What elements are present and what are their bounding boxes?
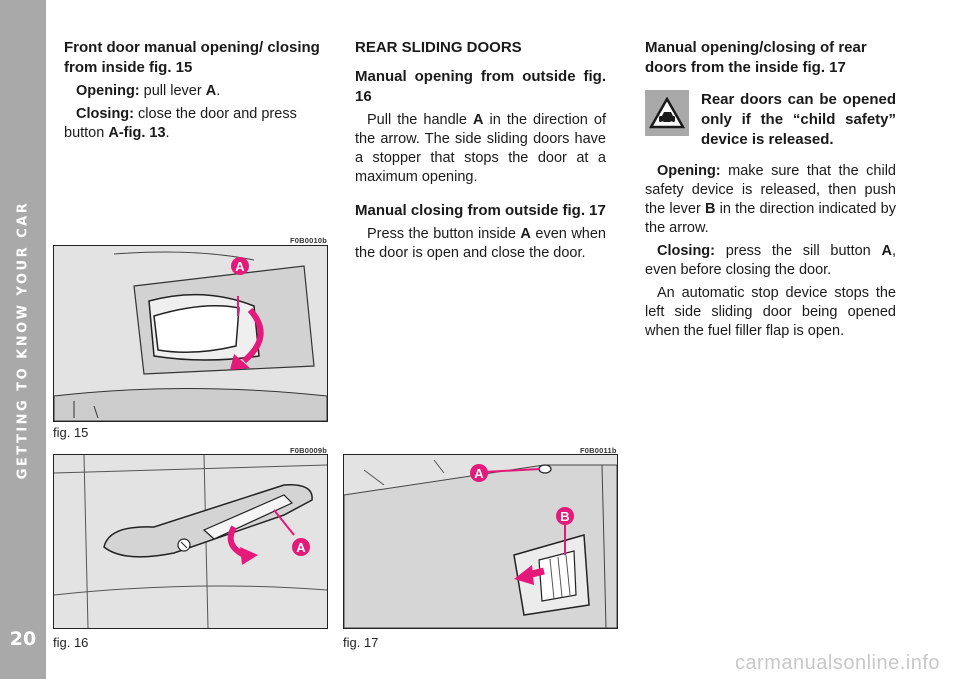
warning-box: Rear doors can be opened only if the “ch… xyxy=(645,90,896,150)
fig17-caption: fig. 17 xyxy=(343,635,379,650)
fig17-label-b: B xyxy=(560,509,569,524)
front-closing-paragraph: Closing: close the door and press button… xyxy=(64,106,297,141)
warning-triangle-icon xyxy=(645,90,689,136)
front-door-heading: Front door manual opening/ closing from … xyxy=(64,39,320,76)
rear-sliding-doors-title: REAR SLIDING DOORS xyxy=(355,39,522,56)
manual-closing-outside-text: Press the button inside A even when the … xyxy=(355,226,606,261)
opening-label: Opening: xyxy=(76,83,140,99)
closing-label: Closing: xyxy=(76,106,134,122)
figure-17: A B xyxy=(343,454,618,629)
auto-stop-paragraph: An automatic stop device stops the left … xyxy=(645,285,896,339)
fig16-caption: fig. 16 xyxy=(53,635,89,650)
page-number: 20 xyxy=(9,628,37,650)
sidebar: GETTING TO KNOW YOUR CAR 20 xyxy=(0,0,46,679)
figure-15: A xyxy=(53,245,328,422)
manual-opening-outside-text: Pull the handle A in the direction of th… xyxy=(355,112,606,185)
rear-doors-inside-heading: Manual opening/closing of rear doors fro… xyxy=(645,39,867,76)
figure-16: A xyxy=(53,454,328,629)
fig17-code: F0B0011b xyxy=(580,446,617,455)
column-3: Manual opening/closing of rear doors fro… xyxy=(645,38,896,345)
fig17-label-a: A xyxy=(474,466,484,481)
watermark: carmanualsonline.info xyxy=(734,652,940,674)
column-2: REAR SLIDING DOORS Manual opening from o… xyxy=(355,38,606,267)
fig16-label-a: A xyxy=(296,540,306,555)
fig15-label-a: A xyxy=(235,259,245,274)
front-opening-paragraph: Opening: pull lever A. xyxy=(76,83,221,99)
fig16-code: F0B0009b xyxy=(290,446,328,455)
fig15-code: F0B0010b xyxy=(290,236,328,245)
sidebar-title: GETTING TO KNOW YOUR CAR xyxy=(15,200,31,480)
manual-opening-outside-heading: Manual opening from outside fig. 16 xyxy=(355,68,606,105)
column-1: Front door manual opening/ closing from … xyxy=(64,38,326,147)
rear-opening-paragraph: Opening: make sure that the child safety… xyxy=(645,163,896,236)
rear-closing-paragraph: Closing: press the sill button A, even b… xyxy=(645,243,896,278)
fig15-caption: fig. 15 xyxy=(53,425,89,440)
warning-text: Rear doors can be opened only if the “ch… xyxy=(701,91,896,148)
manual-closing-outside-heading: Manual closing from outside fig. 17 xyxy=(355,202,606,219)
